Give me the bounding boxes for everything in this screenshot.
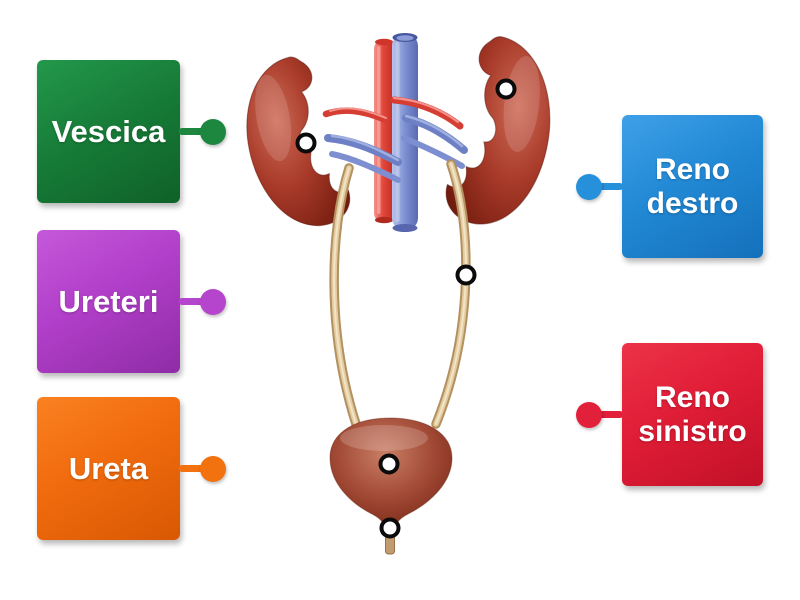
target-ureter[interactable]	[455, 264, 477, 286]
target-bladder[interactable]	[378, 453, 400, 475]
label-vescica[interactable]: Vescica	[37, 60, 226, 203]
connector-line	[178, 298, 206, 305]
aorta	[374, 38, 394, 224]
connector-line	[596, 411, 624, 418]
label-reno-destro-text: Reno destro	[646, 152, 739, 220]
renal-vessels-left	[322, 107, 402, 183]
connector-dot	[200, 288, 226, 315]
connector-line	[596, 183, 624, 190]
connector-dot	[576, 173, 602, 200]
renal-vessels-right	[390, 96, 468, 169]
vena-cava	[392, 33, 418, 232]
label-reno-sinistro-text: Reno sinistro	[638, 380, 747, 448]
label-vescica-text: Vescica	[51, 113, 166, 149]
label-reno-destro[interactable]: Reno destro	[576, 115, 763, 258]
label-ureta[interactable]: Ureta	[37, 397, 226, 540]
connector-dot	[200, 118, 226, 145]
connector-line	[178, 465, 206, 472]
urinary-system-illustration	[246, 33, 551, 555]
label-reno-sinistro[interactable]: Reno sinistro	[576, 343, 763, 486]
label-ureteri[interactable]: Ureteri	[37, 230, 226, 373]
connector-dot	[576, 401, 602, 428]
label-ureta-text: Ureta	[68, 450, 149, 486]
label-ureteri-text: Ureteri	[58, 283, 159, 319]
target-right-kidney[interactable]	[495, 78, 517, 100]
connector-line	[178, 128, 206, 135]
target-left-kidney[interactable]	[295, 132, 317, 154]
target-urethra[interactable]	[379, 517, 401, 539]
connector-dot	[200, 455, 226, 482]
